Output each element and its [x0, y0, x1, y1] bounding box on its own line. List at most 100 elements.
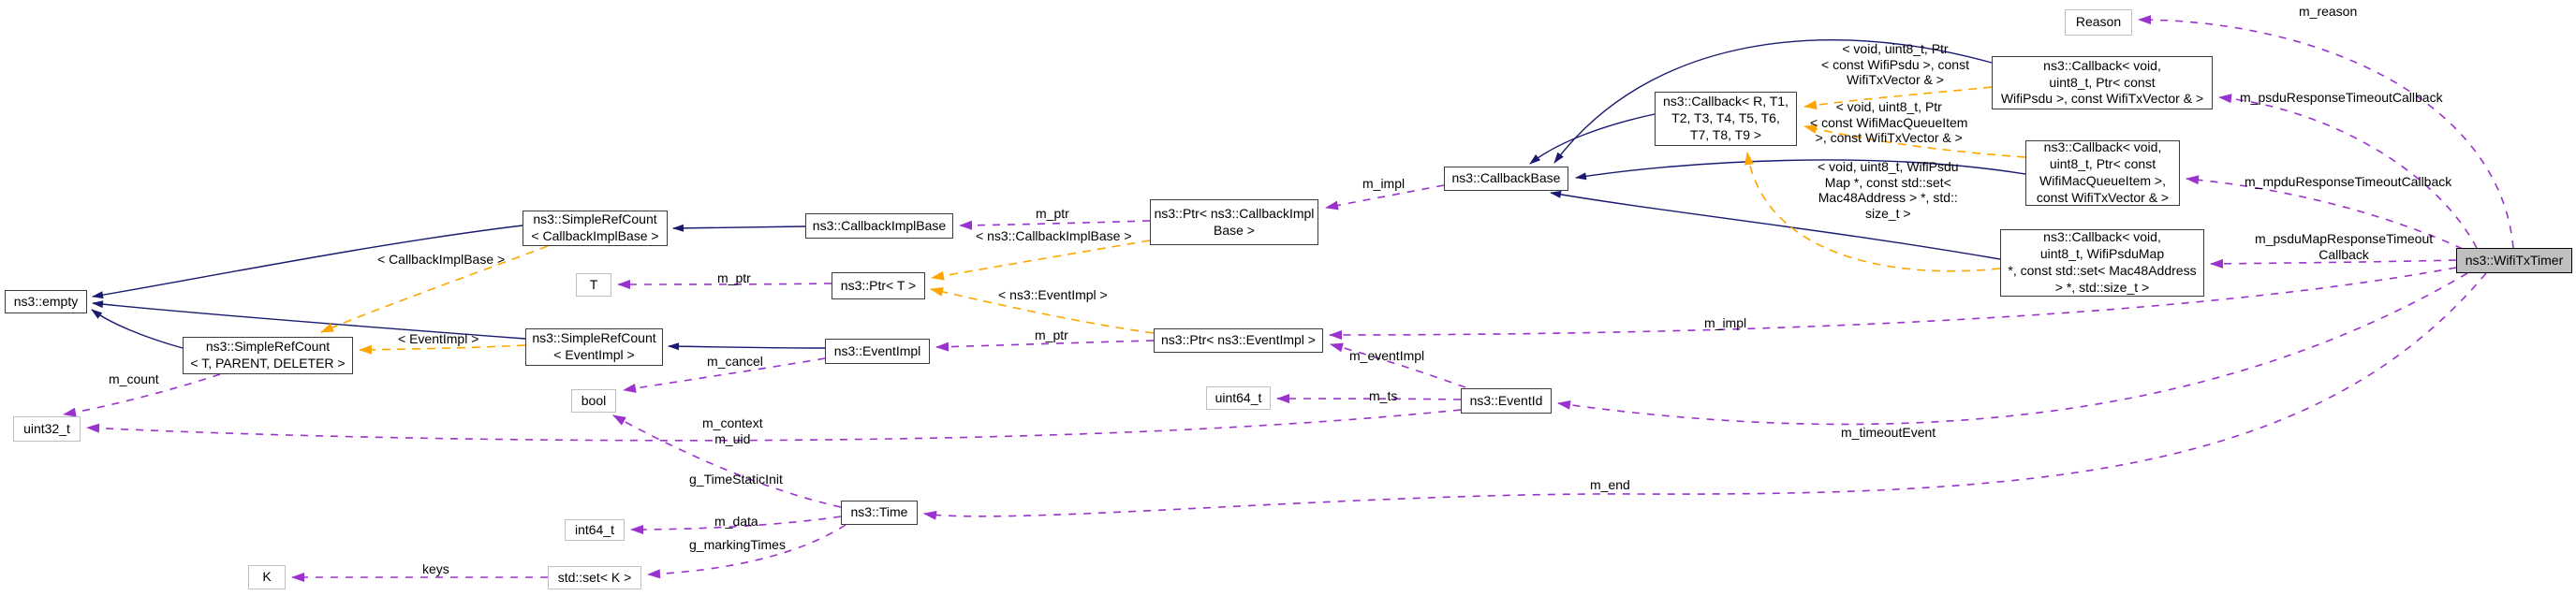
edge-label-line: m_ptr: [717, 270, 751, 285]
class-node-label: ns3::Callback< void,: [2043, 57, 2161, 73]
class-node-label: WifiPsdu >, const WifiTxVector & >: [2000, 91, 2204, 107]
edge-label-m-reason: m_reason: [2299, 4, 2357, 20]
edge-label-m-timeout-event: m_timeoutEvent: [1841, 425, 1936, 441]
edge-inh-src-ei-empty: [92, 300, 526, 340]
class-node-label: T2, T3, T4, T5, T6,: [1671, 110, 1780, 126]
edge-inh-cb-mpdu-callbackbase: [1575, 159, 2026, 181]
class-node-label: ns3::empty: [13, 293, 79, 309]
class-node-reason: Reason: [2065, 9, 2132, 36]
class-node-label: Reason: [2075, 14, 2122, 30]
class-node-stdset: std::set< K >: [548, 566, 641, 589]
edge-use-wifitxtimer-time: [923, 272, 2487, 520]
edge-tpl-src-ei-src-tpd: [359, 344, 526, 355]
edge-use-eventid-uint32: [86, 409, 1462, 442]
class-node-label: ns3::EventId: [1469, 392, 1543, 408]
edge-label-line: Callback: [2318, 246, 2369, 262]
edge-tpl-ptr-ei-ptr-t: [930, 286, 1155, 334]
class-node-uint32: uint32_t: [13, 416, 81, 442]
class-node-callbackbase[interactable]: ns3::CallbackBase: [1444, 167, 1568, 191]
edge-label-m-ts: m_ts: [1369, 388, 1397, 404]
edge-label-m-data: m_data: [714, 514, 758, 530]
edge-label-m-event-impl: m_eventImpl: [1349, 348, 1424, 364]
edge-label-line: Map *, const std::set<: [1824, 174, 1951, 190]
edge-label-line: m_ts: [1369, 388, 1398, 403]
class-node-wifitxtimer[interactable]: ns3::WifiTxTimer: [2456, 248, 2572, 273]
class-node-label: uint8_t, WifiPsduMap: [2039, 246, 2165, 262]
edge-use-ptr-t-t: [617, 279, 832, 289]
edge-label-line: < CallbackImplBase >: [377, 252, 506, 267]
edge-label-line: >, const WifiTxVector & >: [1815, 130, 1963, 146]
edge-label-g-time-static-init: g_TimeStaticInit: [689, 472, 783, 487]
edge-use-eventimpl-bool: [623, 357, 826, 393]
class-node-src-cib[interactable]: ns3::SimpleRefCount< CallbackImplBase >: [523, 211, 668, 246]
edge-inh-src-cib-empty: [92, 225, 523, 299]
class-node-label: ns3::Ptr< T >: [840, 277, 917, 293]
edge-label-line: size_t >: [1864, 205, 1911, 221]
class-node-label: ns3::Callback< void,: [2043, 139, 2162, 155]
class-node-label: ns3::CallbackImplBase: [812, 217, 947, 233]
edge-label-tmpl-callbackimplbase: < CallbackImplBase >: [377, 252, 505, 268]
edge-label-m-ptr-t: m_ptr: [717, 270, 751, 286]
class-node-src-ei[interactable]: ns3::SimpleRefCount< EventImpl >: [525, 328, 663, 366]
edge-label-line: < EventImpl >: [398, 331, 479, 346]
class-node-cb-psdumap[interactable]: ns3::Callback< void,uint8_t, WifiPsduMap…: [2000, 229, 2204, 297]
edge-tpl-src-cib-src-tpd: [320, 245, 549, 333]
class-node-eventid[interactable]: ns3::EventId: [1461, 388, 1552, 414]
class-node-ptr-ei[interactable]: ns3::Ptr< ns3::EventImpl >: [1154, 328, 1323, 353]
class-node-empty[interactable]: ns3::empty: [5, 290, 87, 313]
edge-use-wifitxtimer-ptr-ei: [1329, 267, 2457, 340]
edge-label-line: m_timeoutEvent: [1841, 425, 1936, 440]
edge-label-line: m_count: [109, 371, 159, 386]
edge-label-tmpl-ns3-eventimpl: < ns3::EventImpl >: [998, 287, 1108, 303]
edge-label-line: m_psduMapResponseTimeout: [2255, 231, 2434, 246]
edge-label-line: m_eventImpl: [1349, 348, 1425, 363]
edge-tpl-cb-psdumap-cb-template: [1744, 152, 2001, 272]
edge-use-wifitxtimer-cb-mpdu: [2186, 175, 2464, 250]
edge-label-line: g_markingTimes: [689, 537, 786, 552]
edge-label-line: m_ptr: [1036, 206, 1069, 221]
edge-label-line: m_ptr: [1035, 327, 1068, 342]
class-node-label: uint32_t: [23, 420, 70, 436]
edge-use-time-bool: [612, 414, 842, 508]
edge-label-g-marking-times: g_markingTimes: [689, 537, 786, 553]
edge-label-line: m_context: [702, 415, 763, 430]
edge-tpl-ptr-cib-ptr-t: [931, 240, 1151, 281]
edge-label-line: m_reason: [2299, 4, 2358, 19]
class-node-time[interactable]: ns3::Time: [841, 501, 918, 525]
edge-label-line: m_data: [714, 514, 758, 529]
class-node-eventimpl[interactable]: ns3::EventImpl: [825, 339, 930, 364]
edge-label-line: < void, uint8_t, Ptr: [1835, 99, 1942, 114]
edge-label-m-psdu-response-timeout-callback: m_psduResponseTimeoutCallback: [2240, 90, 2443, 106]
class-node-label: K: [262, 569, 272, 585]
edge-label-m-impl-2: m_impl: [1704, 315, 1746, 331]
edge-label-m-mpdu-response-timeout-callback: m_mpduResponseTimeoutCallback: [2245, 174, 2451, 190]
edge-label-line: < void, uint8_t, WifiPsdu: [1818, 159, 1959, 174]
class-node-label: uint8_t, Ptr< const: [2049, 74, 2156, 90]
class-node-bool: bool: [571, 389, 616, 413]
class-node-label: Base >: [1214, 222, 1255, 238]
edge-use-wifitxtimer-eventid: [1557, 272, 2468, 426]
edge-use-eventid-ptr-ei: [1330, 342, 1466, 388]
class-node-cb-template[interactable]: ns3::Callback< R, T1,T2, T3, T4, T5, T6,…: [1655, 92, 1797, 146]
edge-label-line: m_psduResponseTimeoutCallback: [2240, 90, 2443, 105]
edge-inh-cib-src-cib: [672, 224, 806, 232]
class-node-label: *, const std::set< Mac48Address: [2008, 263, 2197, 278]
class-node-t: T: [576, 273, 611, 297]
class-node-label: const WifiTxVector & >: [2036, 189, 2170, 205]
class-node-label: ns3::EventImpl: [833, 342, 921, 358]
edge-label-line: < void, uint8_t, Ptr: [1842, 41, 1949, 56]
edge-label-tmpl-ns3-callbackimplbase: < ns3::CallbackImplBase >: [976, 228, 1132, 244]
class-node-cib[interactable]: ns3::CallbackImplBase: [805, 213, 953, 239]
class-node-ptr-t[interactable]: ns3::Ptr< T >: [832, 272, 925, 299]
class-node-label: uint64_t: [1214, 389, 1262, 405]
edge-label-line: Mac48Address > *, std::: [1818, 190, 1958, 206]
edge-label-line: m_cancel: [707, 354, 763, 369]
class-node-src-tpd[interactable]: ns3::SimpleRefCount< T, PARENT, DELETER …: [183, 337, 353, 374]
class-node-label: < T, PARENT, DELETER >: [190, 356, 346, 371]
class-node-label: int64_t: [574, 521, 615, 537]
